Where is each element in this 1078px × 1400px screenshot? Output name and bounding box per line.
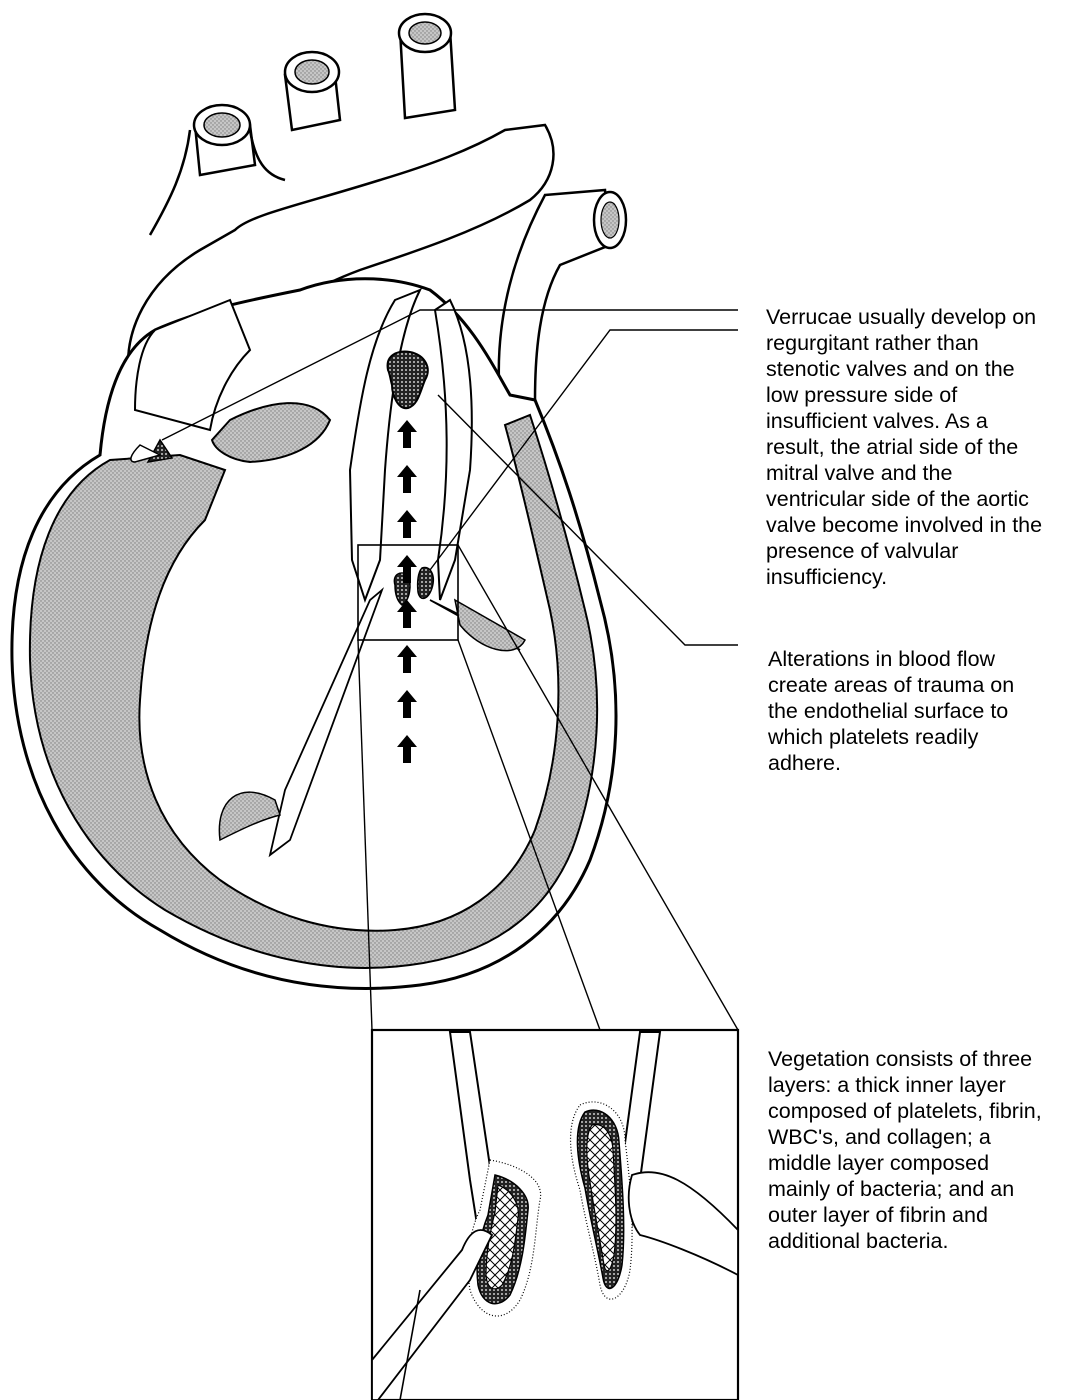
vessel-lumen	[204, 113, 240, 137]
caption-vegetation: Vegetation consists of three layers: a t…	[768, 1046, 1078, 1254]
caption-trauma: Alterations in blood flow create areas o…	[768, 646, 1068, 776]
vessel-lumen	[295, 60, 329, 84]
vessel-lumen	[409, 22, 441, 44]
inset-enlargement	[372, 1030, 738, 1400]
caption-verrucae: Verrucae usually develop on regurgitant …	[766, 304, 1076, 590]
pulmonary-trunk	[499, 190, 626, 400]
